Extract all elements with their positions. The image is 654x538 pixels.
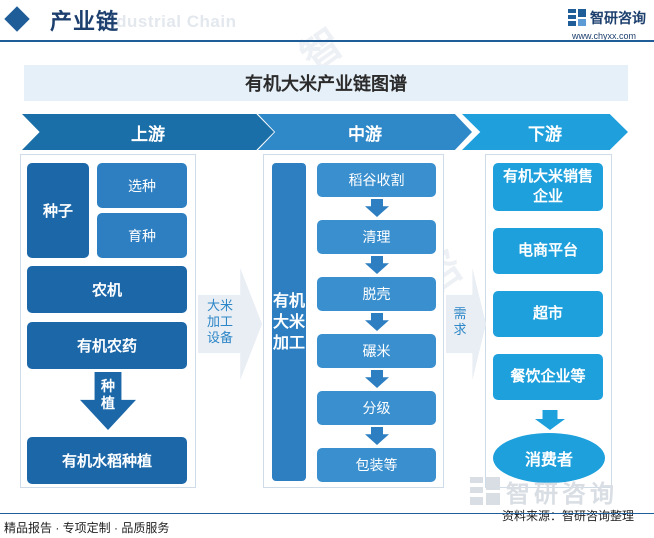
header-diamond-icon xyxy=(4,6,30,32)
footer-slogan: 精品报告 · 专项定制 · 品质服务 xyxy=(4,521,170,535)
rice-planting-box: 有机水稻种植 xyxy=(27,437,187,484)
process-step: 分级 xyxy=(317,391,436,425)
stage-upstream: 上游 xyxy=(22,114,274,150)
logo-url: www.chyxx.com xyxy=(572,31,637,41)
logo-icon xyxy=(568,9,586,26)
planting-arrow-label: 种植 xyxy=(101,378,115,411)
demand-flow-label: 需求 xyxy=(453,306,467,337)
consumer-ellipse: 消费者 xyxy=(493,433,605,483)
source-note: 资料来源：智研咨询整理 xyxy=(502,509,635,523)
stage-downstream: 下游 xyxy=(462,114,628,150)
downstream-item: 餐饮企业等 xyxy=(493,354,603,400)
process-step: 脱壳 xyxy=(317,277,436,311)
seed-box: 种子 xyxy=(27,163,89,258)
process-step: 包装等 xyxy=(317,448,436,482)
downstream-item: 超市 xyxy=(493,291,603,337)
watermark-text: 智研咨询 xyxy=(506,481,618,508)
footer-divider xyxy=(0,513,654,514)
downstream-item: 电商平台 xyxy=(493,228,603,274)
header-ghost-text: Industrial Chain xyxy=(100,12,237,31)
seed-breeding-box: 育种 xyxy=(97,213,187,258)
header-divider xyxy=(0,40,654,42)
farm-machinery-box: 农机 xyxy=(27,266,187,313)
process-step: 清理 xyxy=(317,220,436,254)
watermark-logo-icon xyxy=(470,477,500,505)
stage-midstream: 中游 xyxy=(258,114,472,150)
seed-selection-box: 选种 xyxy=(97,163,187,208)
equipment-flow-label: 大米加工设备 xyxy=(206,298,233,345)
rice-processing-column: 有机大米加工 xyxy=(272,163,306,481)
organic-pesticide-box: 有机农药 xyxy=(27,322,187,369)
logo-name: 智研咨询 xyxy=(590,10,646,26)
diagram-title: 有机大米产业链图谱 xyxy=(24,65,628,101)
header-title: 产业链 xyxy=(50,9,120,34)
process-step: 稻谷收割 xyxy=(317,163,436,197)
downstream-item: 有机大米销售企业 xyxy=(493,163,603,211)
process-step: 碾米 xyxy=(317,334,436,368)
